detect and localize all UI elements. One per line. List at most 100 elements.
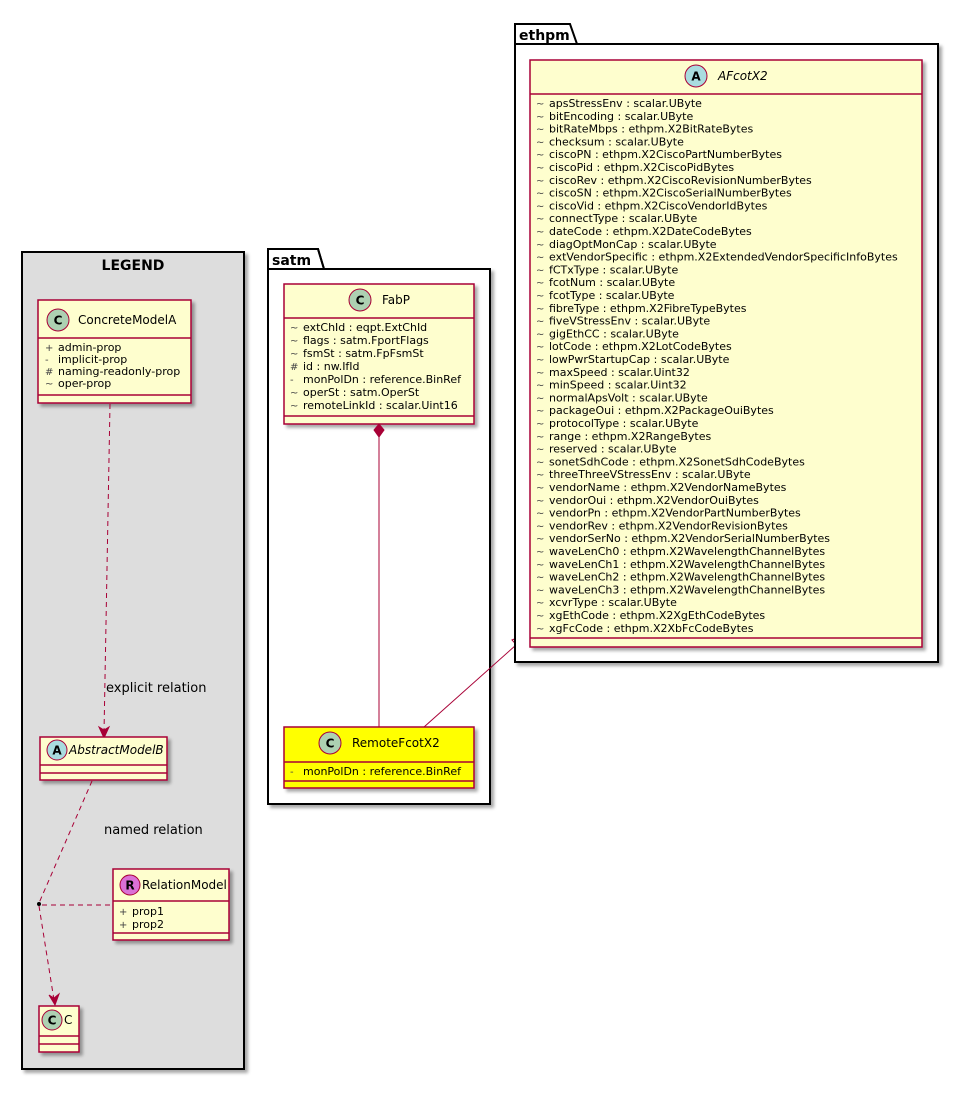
attribute: extVendorSpecific : ethpm.X2ExtendedVend… [549, 251, 898, 264]
class-name: AbstractModelB [68, 743, 164, 757]
visibility-marker: ~ [536, 99, 544, 110]
visibility-marker: ~ [536, 419, 544, 430]
package-name: satm [272, 253, 311, 269]
visibility-marker: ~ [45, 379, 53, 390]
attr-list: ~apsStressEnv : scalar.UByte~bitEncoding… [536, 97, 898, 635]
class-name: RemoteFcotX2 [352, 736, 440, 750]
attribute: ciscoPid : ethpm.X2CiscoPidBytes [549, 161, 734, 174]
class-name: RelationModel [142, 878, 227, 892]
visibility-marker: ~ [536, 163, 544, 174]
stereotype-letter: A [52, 744, 62, 758]
class-remote-fcot-x2[interactable]: C RemoteFcotX2 - monPolDn : reference.Bi… [283, 726, 475, 789]
attribute: xcvrType : scalar.UByte [549, 596, 677, 609]
attribute: vendorSerNo : ethpm.X2VendorSerialNumber… [549, 532, 830, 545]
visibility-marker: - [45, 355, 49, 366]
attribute: minSpeed : scalar.Uint32 [549, 379, 687, 392]
visibility-marker: ~ [536, 611, 544, 622]
attribute: sonetSdhCode : ethpm.X2SonetSdhCodeBytes [549, 455, 805, 468]
attribute: checksum : scalar.UByte [549, 135, 684, 148]
attribute: vendorOui : ethpm.X2VendorOuiBytes [549, 494, 759, 507]
visibility-marker: ~ [536, 393, 544, 404]
visibility-marker: ~ [536, 278, 544, 289]
visibility-marker: ~ [536, 137, 544, 148]
attribute: waveLenCh3 : ethpm.X2WavelengthChannelBy… [549, 583, 825, 596]
class-afcot-x2[interactable]: A AFcotX2 ~apsStressEnv : scalar.UByte~b… [529, 59, 923, 648]
attribute: packageOui : ethpm.X2PackageOuiBytes [549, 404, 774, 417]
class-fabp[interactable]: C FabP ~ extChId : eqpt.ExtChId ~ flags … [283, 283, 475, 425]
stereotype-letter: C [54, 314, 63, 328]
visibility-marker: ~ [536, 496, 544, 507]
attribute: apsStressEnv : scalar.UByte [549, 97, 702, 110]
attribute: id : nw.IfId [303, 360, 360, 373]
class-c[interactable]: C C [38, 1005, 80, 1053]
attribute: fcotType : scalar.UByte [549, 289, 675, 302]
abstract-stereotype-icon [684, 64, 708, 88]
attribute: fiveVStressEnv : scalar.UByte [549, 315, 710, 328]
class-concrete-model-a[interactable]: C ConcreteModelA + admin-prop - implicit… [37, 299, 192, 404]
class-abstract-model-b[interactable]: A AbstractModelB [39, 736, 168, 781]
composition-relation [373, 423, 385, 727]
attribute: vendorPn : ethpm.X2VendorPartNumberBytes [549, 507, 801, 520]
visibility-marker: ~ [536, 445, 544, 456]
visibility-marker: ~ [536, 355, 544, 366]
visibility-marker: ~ [536, 406, 544, 417]
attribute: reserved : scalar.UByte [549, 443, 677, 456]
visibility-marker: ~ [536, 176, 544, 187]
visibility-marker: ~ [536, 598, 544, 609]
visibility-marker: ~ [536, 483, 544, 494]
class-stereotype-icon [348, 288, 372, 312]
attribute: vendorName : ethpm.X2VendorNameBytes [549, 481, 787, 494]
attribute: lowPwrStartupCap : scalar.UByte [549, 353, 730, 366]
class-relation-model[interactable]: R RelationModel + prop1 + prop2 [112, 868, 230, 941]
visibility-marker: ~ [536, 521, 544, 532]
visibility-marker: ~ [536, 240, 544, 251]
visibility-marker: ~ [536, 432, 544, 443]
attribute: implicit-prop [58, 353, 127, 366]
visibility-marker: ~ [536, 253, 544, 264]
explicit-relation-label: explicit relation [106, 681, 206, 696]
attribute: gigEthCC : scalar.UByte [549, 327, 679, 340]
attribute: ciscoRev : ethpm.X2CiscoRevisionNumberBy… [549, 174, 812, 187]
attr-list: + admin-prop - implicit-prop # naming-re… [45, 341, 180, 390]
visibility-marker: ~ [536, 125, 544, 136]
named-relation-arrow: named relation [37, 780, 203, 1007]
attribute: naming-readonly-prop [58, 365, 180, 378]
visibility-marker: - [290, 375, 294, 386]
attribute: waveLenCh2 : ethpm.X2WavelengthChannelBy… [549, 571, 825, 584]
legend-title: LEGEND [102, 258, 165, 274]
visibility-marker: ~ [536, 573, 544, 584]
visibility-marker: ~ [536, 214, 544, 225]
visibility-marker: ~ [536, 534, 544, 545]
visibility-marker: # [45, 367, 53, 378]
visibility-marker: ~ [536, 368, 544, 379]
attribute: threeThreeVStressEnv : scalar.UByte [549, 468, 751, 481]
attribute: diagOptMonCap : scalar.UByte [549, 238, 717, 251]
attribute: prop2 [132, 918, 164, 931]
package-name: ethpm [519, 28, 570, 44]
attribute: extChId : eqpt.ExtChId [303, 321, 427, 334]
attr-list: ~ extChId : eqpt.ExtChId ~ flags : satm.… [290, 321, 462, 412]
attribute: xgFcCode : ethpm.X2XbFcCodeBytes [549, 622, 754, 635]
visibility-marker: ~ [536, 201, 544, 212]
attribute: maxSpeed : scalar.Uint32 [549, 366, 690, 379]
visibility-marker: ~ [536, 317, 544, 328]
attribute: fCTxType : scalar.UByte [549, 263, 678, 276]
attribute: vendorRev : ethpm.X2VendorRevisionBytes [549, 519, 788, 532]
visibility-marker: ~ [536, 509, 544, 520]
visibility-marker: ~ [290, 349, 298, 360]
visibility-marker: # [290, 362, 298, 373]
stereotype-letter: C [48, 1014, 57, 1028]
attribute: waveLenCh1 : ethpm.X2WavelengthChannelBy… [549, 558, 825, 571]
abstract-stereotype-icon [46, 739, 68, 761]
attribute: ciscoVid : ethpm.X2CiscoVendorIdBytes [549, 199, 768, 212]
attribute: remoteLinkId : scalar.Uint16 [303, 399, 458, 412]
named-relation-label: named relation [104, 823, 203, 838]
attribute: fsmSt : satm.FpFsmSt [303, 347, 424, 360]
class-stereotype-icon [41, 1009, 63, 1031]
attribute: prop1 [132, 905, 164, 918]
attribute: range : ethpm.X2RangeBytes [549, 430, 711, 443]
visibility-marker: ~ [290, 388, 298, 399]
class-name: FabP [382, 293, 410, 307]
attribute: dateCode : ethpm.X2DateCodeBytes [549, 225, 752, 238]
